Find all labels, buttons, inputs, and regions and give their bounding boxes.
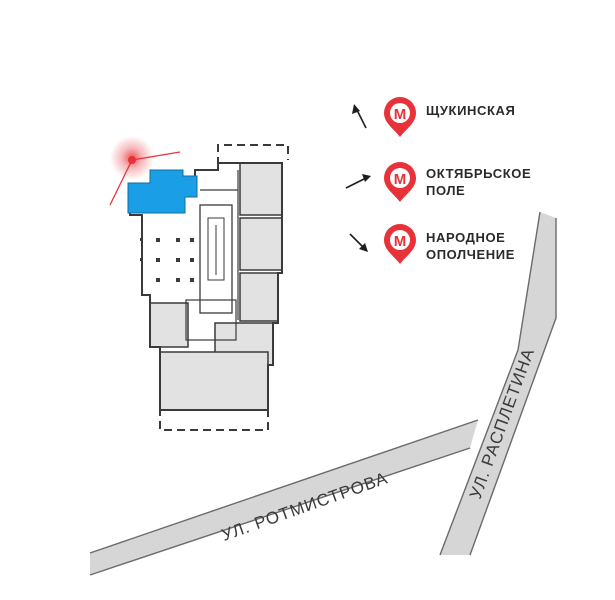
metro-station-narodnoe-opolchenie: M <box>349 224 416 264</box>
street-rotmistrova <box>89 419 479 576</box>
metro-logo-letter: M <box>394 171 407 188</box>
column-grid <box>140 238 194 282</box>
metro-station-oktyabrskoe-pole: M <box>345 162 416 202</box>
metro-pin-icon: M <box>384 162 416 202</box>
street-raspletina <box>439 211 557 556</box>
selected-apartment[interactable] <box>127 169 198 214</box>
metro-pin-icon: M <box>384 224 416 264</box>
metro-label-line1: ЩУКИНСКАЯ <box>426 103 516 118</box>
direction-arrow-icon <box>345 177 367 189</box>
metro-station-shchukinskaya: M <box>352 97 416 137</box>
direction-arrow-icon <box>349 233 365 249</box>
direction-arrow-head <box>352 104 360 114</box>
building-footprint <box>127 144 289 431</box>
metro-pin-icon: M <box>384 97 416 137</box>
direction-arrow-head <box>359 243 368 252</box>
metro-label-line1: НАРОДНОЕ <box>426 230 506 245</box>
metro-logo-letter: M <box>394 233 407 250</box>
metro-label-shchukinskaya: ЩУКИНСКАЯ <box>426 102 515 119</box>
metro-label-oktyabrskoe-pole: ОКТЯБРЬСКОЕ ПОЛЕ <box>426 165 531 199</box>
dashed-outline-bottom <box>159 395 269 431</box>
metro-label-line2: ПОЛЕ <box>426 183 466 198</box>
metro-logo-letter: M <box>394 106 407 123</box>
metro-label-narodnoe-opolchenie: НАРОДНОЕ ОПОЛЧЕНИЕ <box>426 229 515 263</box>
direction-arrow-head <box>362 174 371 182</box>
metro-label-line2: ОПОЛЧЕНИЕ <box>426 247 515 262</box>
sun-position-icon <box>109 136 181 206</box>
metro-label-line1: ОКТЯБРЬСКОЕ <box>426 166 532 181</box>
dashed-outline-top <box>217 144 289 165</box>
